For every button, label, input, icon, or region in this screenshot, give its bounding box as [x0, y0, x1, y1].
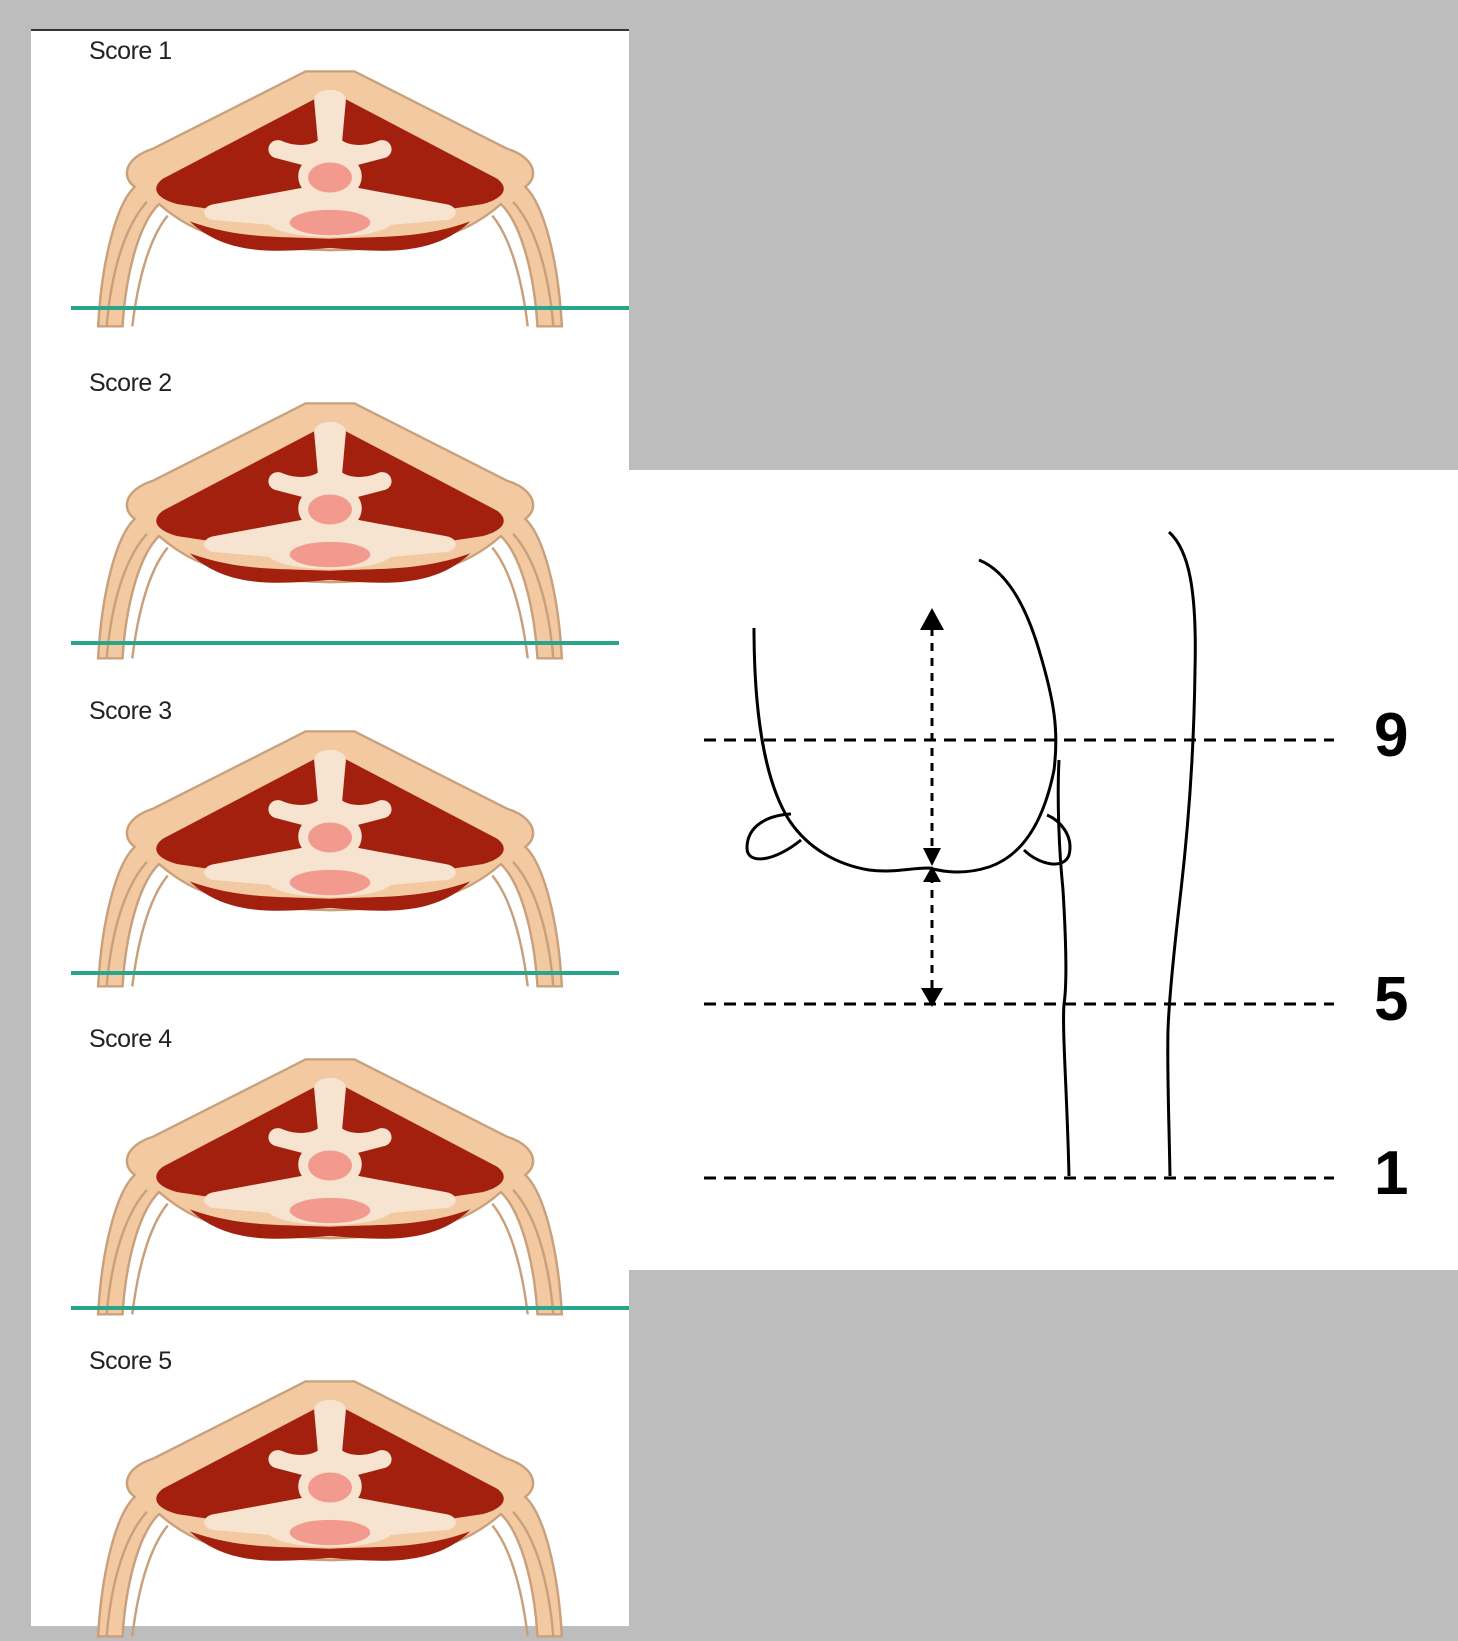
inner-leg-line [1058, 760, 1069, 1176]
score-1-panel: Score 1 [31, 31, 629, 331]
score-4-label: Score 4 [89, 1025, 172, 1054]
score-4-cross-section [31, 1019, 629, 1319]
score-1-label: Score 1 [89, 37, 172, 66]
outer-leg-line [1168, 532, 1196, 1176]
score-5-panel: Score 5 [31, 1341, 629, 1641]
score-divider-4 [71, 1306, 629, 1310]
left-hip-lobe [747, 814, 801, 859]
score-divider-3 [71, 971, 619, 975]
score-2-label: Score 2 [89, 369, 172, 398]
score-3-cross-section [31, 691, 629, 991]
score-5-cross-section [31, 1341, 629, 1641]
rear-view-diagram-panel: 9 5 1 [629, 470, 1458, 1270]
condition-score-panel: Score 1 Score 2 Score 3 Score 4 Score 5 [31, 29, 629, 1626]
score-1-cross-section [31, 31, 629, 331]
score-2-cross-section [31, 363, 629, 663]
upper-arrow-head-top [920, 608, 944, 630]
hindquarter-outline [754, 560, 1056, 872]
score-5-label: Score 5 [89, 1347, 172, 1376]
score-divider-2 [71, 641, 619, 645]
score-4-panel: Score 4 [31, 1019, 629, 1319]
score-divider-1 [71, 306, 629, 310]
level-9-label: 9 [1374, 700, 1408, 771]
score-3-panel: Score 3 [31, 691, 629, 991]
level-5-label: 5 [1374, 964, 1408, 1035]
score-2-panel: Score 2 [31, 363, 629, 663]
upper-arrow-head-bottom [923, 848, 941, 866]
right-hip-lobe [1024, 815, 1070, 864]
level-1-label: 1 [1374, 1138, 1408, 1209]
score-3-label: Score 3 [89, 697, 172, 726]
rear-view-diagram [629, 470, 1458, 1270]
